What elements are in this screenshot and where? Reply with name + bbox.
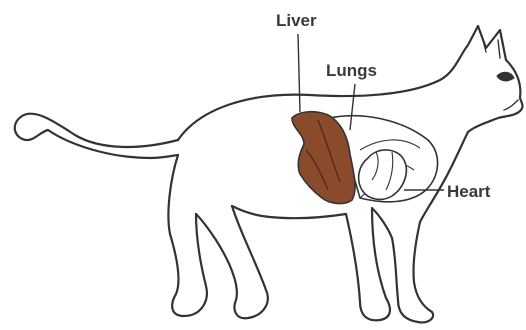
liver-label: Liver	[276, 12, 317, 29]
cat-hind-leg-back	[168, 155, 206, 316]
cat-ear-inner	[482, 36, 500, 58]
lungs-label: Lungs	[326, 62, 377, 79]
cat-front-leg-inner	[346, 208, 392, 320]
heart-label: Heart	[447, 183, 490, 200]
liver-leader-line	[298, 34, 300, 112]
cat-belly	[232, 206, 346, 218]
cat-eye	[497, 72, 514, 80]
cat-tail	[15, 114, 178, 158]
cat-hind-leg-front	[196, 206, 268, 318]
cat-mouth	[504, 100, 518, 110]
